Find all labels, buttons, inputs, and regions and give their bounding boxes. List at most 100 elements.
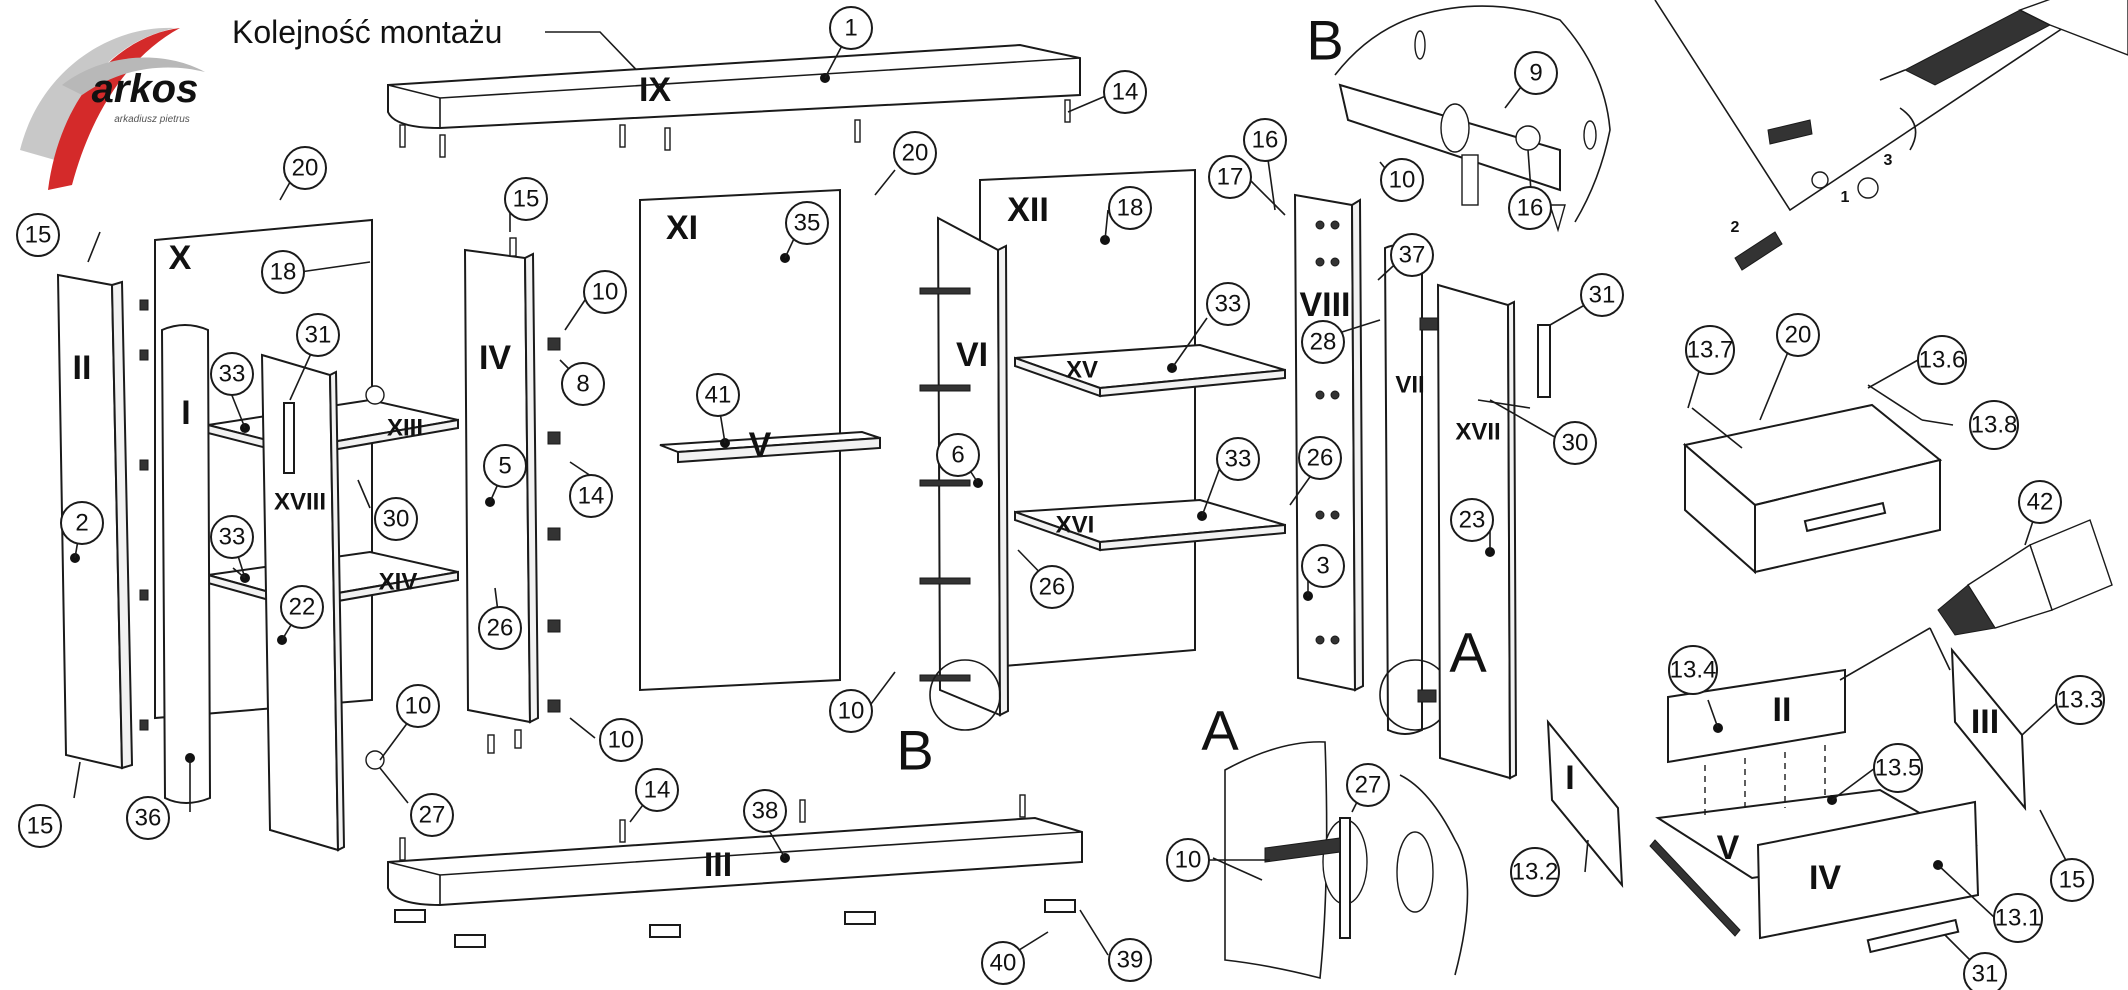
- svg-text:33: 33: [1215, 291, 1242, 318]
- svg-text:26: 26: [1307, 445, 1334, 472]
- step-1: 1: [1841, 189, 1850, 206]
- callout-8: 8: [561, 362, 605, 406]
- callout-33-xiii: 33: [210, 352, 254, 396]
- callout-10-mid: 10: [583, 270, 627, 314]
- callout-33-xiv: 33: [210, 515, 254, 559]
- callout-26-mid: 26: [1030, 565, 1074, 609]
- callout-10-door: 10: [396, 684, 440, 728]
- callout-14-top: 14: [1103, 70, 1147, 114]
- svg-text:33: 33: [219, 524, 246, 551]
- drawer-part-bottom: V: [1717, 829, 1740, 867]
- callout-14-mid: 14: [569, 474, 613, 518]
- callout-39: 39: [1108, 938, 1152, 982]
- callout-16-detail-b: 16: [1508, 186, 1552, 230]
- callout-18-left: 18: [261, 250, 305, 294]
- callout-15-mid: 15: [504, 177, 548, 221]
- callout-13-4: 13.4: [1668, 645, 1718, 695]
- callout-1: 1: [829, 6, 873, 50]
- svg-text:31: 31: [1589, 282, 1616, 309]
- part-label-back-left: X: [169, 239, 192, 277]
- svg-text:15: 15: [2059, 867, 2086, 894]
- svg-text:2: 2: [75, 510, 88, 537]
- part-label-shelf-14: XIV: [379, 569, 418, 596]
- callout-5: 5: [483, 444, 527, 488]
- svg-text:33: 33: [1225, 446, 1252, 473]
- svg-text:41: 41: [705, 382, 732, 409]
- svg-text:10: 10: [592, 279, 619, 306]
- brand-logo: arkos arkadiusz pietrus: [20, 27, 205, 190]
- upright-vii: VII: [1379, 243, 1451, 735]
- callout-13-5: 13.5: [1873, 743, 1923, 793]
- svg-text:37: 37: [1399, 242, 1426, 269]
- view-label-b-bottom: B: [896, 719, 933, 782]
- svg-text:38: 38: [752, 798, 779, 825]
- svg-text:10: 10: [405, 693, 432, 720]
- svg-text:10: 10: [608, 727, 635, 754]
- svg-text:13.5: 13.5: [1875, 755, 1922, 782]
- svg-text:30: 30: [1562, 430, 1589, 457]
- callout-10-vi: 10: [829, 689, 873, 733]
- part-label-door-right: XVII: [1455, 419, 1500, 446]
- svg-text:9: 9: [1529, 60, 1542, 87]
- svg-text:13.8: 13.8: [1971, 412, 2018, 439]
- part-label-shelf-16: XVI: [1056, 512, 1095, 539]
- step-2: 2: [1731, 219, 1740, 236]
- callout-38: 38: [743, 789, 787, 833]
- callout-40: 40: [981, 941, 1025, 985]
- drawer-part-front: IV: [1809, 859, 1841, 897]
- door-left: I: [160, 324, 212, 804]
- logo-tagline: arkadiusz pietrus: [114, 114, 190, 125]
- callout-6: 6: [936, 433, 980, 477]
- callout-10-iv: 10: [599, 718, 643, 762]
- side-panel-middle: IV: [463, 237, 561, 754]
- callout-42: 42: [2018, 480, 2062, 524]
- callout-41: 41: [696, 373, 740, 417]
- view-label-b-top: B: [1306, 9, 1343, 72]
- part-label-door-xviii: XVIII: [274, 489, 326, 516]
- svg-text:27: 27: [419, 802, 446, 829]
- callout-20-drawer: 20: [1776, 313, 1820, 357]
- detail-a-hinge: A: [1201, 699, 1469, 980]
- svg-text:13.7: 13.7: [1687, 337, 1734, 364]
- part-label-shelf-15: XV: [1066, 357, 1098, 384]
- glue-bottle-icon: [1839, 519, 2113, 681]
- callout-22: 22: [280, 585, 324, 629]
- svg-text:20: 20: [292, 155, 319, 182]
- callout-36: 36: [126, 796, 170, 840]
- svg-text:13.2: 13.2: [1512, 859, 1559, 886]
- drawer-exploded: II III I V IV: [1546, 647, 2027, 954]
- callout-27-detail-a: 27: [1346, 763, 1390, 807]
- callout-30-left: 30: [374, 497, 418, 541]
- svg-text:42: 42: [2027, 489, 2054, 516]
- callout-10-detail-b: 10: [1380, 158, 1424, 202]
- svg-text:10: 10: [1389, 167, 1416, 194]
- part-label-panel-right: VI: [956, 336, 988, 374]
- svg-text:20: 20: [1785, 322, 1812, 349]
- title-leader: [545, 31, 651, 85]
- callout-31-right: 31: [1580, 273, 1624, 317]
- back-panel-right: XII: [979, 168, 1196, 670]
- svg-text:5: 5: [498, 453, 511, 480]
- svg-text:13.6: 13.6: [1919, 347, 1966, 374]
- drawer-assembled: [1682, 384, 1943, 575]
- svg-text:26: 26: [1039, 574, 1066, 601]
- callout-10-detail-a: 10: [1166, 838, 1210, 882]
- part-label-shelf-13: XIII: [387, 415, 423, 442]
- screw-detail: 2 1 3: [1654, 0, 2128, 271]
- svg-text:18: 18: [1117, 195, 1144, 222]
- drawer-part-side-left: I: [1565, 759, 1574, 797]
- callout-15-drawer: 15: [2050, 858, 2094, 902]
- svg-text:1: 1: [844, 15, 857, 42]
- callout-26-left: 26: [478, 606, 522, 650]
- callout-28: 28: [1301, 320, 1345, 364]
- callout-13-3: 13.3: [2055, 675, 2105, 725]
- svg-text:28: 28: [1310, 329, 1337, 356]
- svg-text:26: 26: [487, 615, 514, 642]
- svg-text:27: 27: [1355, 772, 1382, 799]
- svg-text:31: 31: [305, 322, 332, 349]
- view-label-a-bottom: A: [1201, 699, 1239, 762]
- callout-13-7: 13.7: [1685, 325, 1735, 375]
- shelf-xv: XV: [1014, 343, 1286, 398]
- callout-33-xv: 33: [1206, 282, 1250, 326]
- svg-text:16: 16: [1517, 195, 1544, 222]
